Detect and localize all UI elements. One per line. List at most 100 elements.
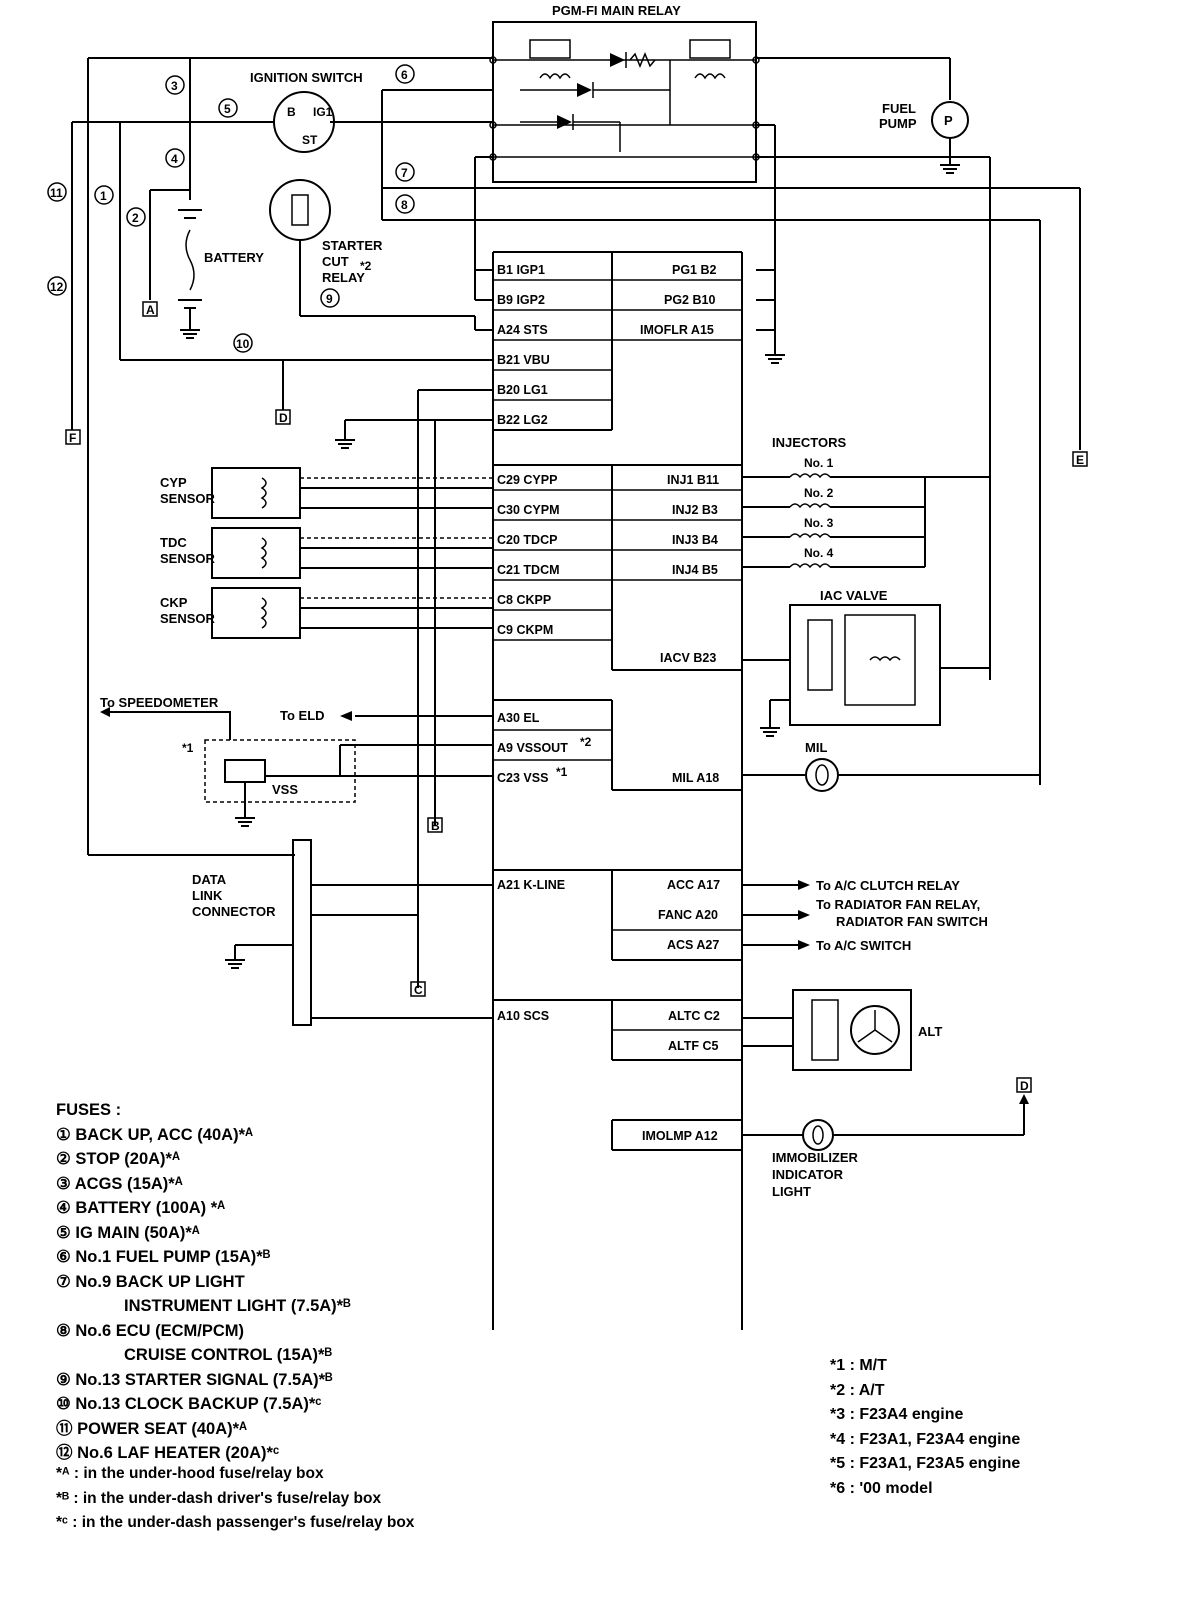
fuel-pump-label-2: PUMP bbox=[879, 116, 917, 131]
svg-text:C: C bbox=[414, 983, 423, 997]
svg-text:C8 CKPP: C8 CKPP bbox=[497, 593, 551, 607]
battery-icon bbox=[178, 209, 202, 330]
immobilizer-label-1: IMMOBILIZER bbox=[772, 1150, 859, 1165]
ignition-b: B bbox=[287, 105, 296, 119]
fuse-item: ⑦ No.9 BACK UP LIGHT bbox=[56, 1272, 245, 1291]
svg-text:6: 6 bbox=[401, 68, 408, 82]
svg-text:12: 12 bbox=[50, 280, 64, 294]
iac-valve-icon bbox=[742, 604, 990, 737]
engine-note: *6 : '00 model bbox=[830, 1479, 933, 1497]
ecu-left-pins: B1 IGP1 B9 IGP2 A24 STS B21 VBU B20 LG1 … bbox=[497, 263, 592, 1023]
svg-text:ALTC C2: ALTC C2 bbox=[668, 1009, 720, 1023]
starter-cut-relay-icon bbox=[269, 179, 331, 241]
engine-notes: *1 : M/T *2 : A/T *3 : F23A4 engine *4 :… bbox=[830, 1354, 1020, 1501]
svg-text:10: 10 bbox=[236, 337, 250, 351]
relay-title: PGM-FI MAIN RELAY bbox=[552, 3, 681, 18]
fuse-item: ⑥ No.1 FUEL PUMP (15A)*ᴮ bbox=[56, 1248, 271, 1266]
speedometer-label: To SPEEDOMETER bbox=[100, 695, 219, 710]
box-notes: *ᴬ : in the under-hood fuse/relay box *ᴮ… bbox=[56, 1462, 414, 1536]
power-wires bbox=[71, 57, 1081, 988]
svg-text:A30 EL: A30 EL bbox=[497, 711, 540, 725]
fuse-legend: FUSES : ① BACK UP, ACC (40A)*ᴬ ② STOP (2… bbox=[56, 1098, 351, 1466]
svg-text:INJ3 B4: INJ3 B4 bbox=[672, 533, 718, 547]
svg-text:FANC A20: FANC A20 bbox=[658, 908, 718, 922]
svg-text:PG2 B10: PG2 B10 bbox=[664, 293, 715, 307]
sensor-wires bbox=[211, 467, 493, 639]
svg-text:D: D bbox=[1020, 1079, 1029, 1093]
svg-text:IMOFLR A15: IMOFLR A15 bbox=[640, 323, 714, 337]
fuse-item: ⑩ No.13 CLOCK BACKUP (7.5A)*ᶜ bbox=[56, 1395, 322, 1413]
fuse-item: ⑧ No.6 ECU (ECM/PCM) bbox=[56, 1321, 245, 1340]
svg-text:IMOLMP A12: IMOLMP A12 bbox=[642, 1129, 718, 1143]
fuse-item: CRUISE CONTROL (15A)*ᴮ bbox=[124, 1346, 332, 1364]
immobilizer-label-2: INDICATOR bbox=[772, 1167, 844, 1182]
dlc-wires bbox=[225, 884, 493, 1019]
svg-text:INJ4 B5: INJ4 B5 bbox=[672, 563, 718, 577]
box-note: *ᴬ : in the under-hood fuse/relay box bbox=[56, 1465, 324, 1482]
svg-text:E: E bbox=[1076, 453, 1084, 467]
box-note: *ᶜ : in the under-dash passenger's fuse/… bbox=[56, 1514, 415, 1531]
fan-label-1: To RADIATOR FAN RELAY, bbox=[816, 897, 980, 912]
fuse-legend-title: FUSES : bbox=[56, 1101, 122, 1119]
fuse-item: ⑪ POWER SEAT (40A)*ᴬ bbox=[56, 1419, 248, 1438]
fuse-item: ① BACK UP, ACC (40A)*ᴬ bbox=[56, 1125, 254, 1144]
ignition-switch-title: IGNITION SWITCH bbox=[250, 70, 363, 85]
svg-text:A24 STS: A24 STS bbox=[497, 323, 548, 337]
svg-text:2: 2 bbox=[132, 211, 139, 225]
fuse-item: ④ BATTERY (100A) *ᴬ bbox=[56, 1199, 226, 1217]
ecu-right-pin-lines bbox=[612, 279, 742, 1031]
svg-text:C23 VSS: C23 VSS bbox=[497, 771, 548, 785]
svg-text:B: B bbox=[431, 819, 440, 833]
dlc-label-1: DATA bbox=[192, 872, 227, 887]
iac-title: IAC VALVE bbox=[820, 588, 888, 603]
mil-lamp-icon bbox=[805, 758, 839, 792]
svg-text:ACC A17: ACC A17 bbox=[667, 878, 720, 892]
ecu-block bbox=[492, 251, 743, 1330]
output-wires bbox=[742, 880, 810, 950]
vss-mt-note: *1 bbox=[182, 741, 194, 755]
dlc-icon bbox=[292, 839, 312, 1026]
svg-text:C21 TDCM: C21 TDCM bbox=[497, 563, 560, 577]
svg-text:B20 LG1: B20 LG1 bbox=[497, 383, 548, 397]
engine-note: *1 : M/T bbox=[830, 1357, 887, 1374]
svg-text:A10 SCS: A10 SCS bbox=[497, 1009, 549, 1023]
svg-text:C9 CKPM: C9 CKPM bbox=[497, 623, 553, 637]
svg-text:A21 K-LINE: A21 K-LINE bbox=[497, 878, 565, 892]
injector-2-label: No. 2 bbox=[804, 486, 834, 500]
engine-note: *2 : A/T bbox=[830, 1381, 885, 1399]
svg-text:A9 VSSOUT: A9 VSSOUT bbox=[497, 741, 568, 755]
svg-text:D: D bbox=[279, 411, 288, 425]
svg-text:C29 CYPP: C29 CYPP bbox=[497, 473, 557, 487]
svg-text:C30 CYPM: C30 CYPM bbox=[497, 503, 560, 517]
svg-text:B21 VBU: B21 VBU bbox=[497, 353, 550, 367]
ac-switch-label: To A/C SWITCH bbox=[816, 938, 911, 953]
cyp-label-1: CYP bbox=[160, 475, 187, 490]
tdc-label-2: SENSOR bbox=[160, 551, 216, 566]
ac-clutch-label: To A/C CLUTCH RELAY bbox=[816, 878, 960, 893]
starter-note: *2 bbox=[360, 259, 372, 273]
ignition-ig1: IG1 bbox=[313, 105, 333, 119]
svg-text:INJ1 B11: INJ1 B11 bbox=[667, 473, 719, 487]
svg-text:INJ2 B3: INJ2 B3 bbox=[672, 503, 718, 517]
fuel-pump-symbol: P bbox=[944, 113, 953, 128]
fuse-item: ② STOP (20A)*ᴬ bbox=[56, 1150, 180, 1168]
box-note: *ᴮ : in the under-dash driver's fuse/rel… bbox=[56, 1489, 382, 1507]
svg-text:5: 5 bbox=[224, 102, 231, 116]
connector-tags: A F D E B C D bbox=[65, 301, 1088, 1093]
svg-text:11: 11 bbox=[50, 186, 63, 200]
ignition-switch-icon bbox=[273, 91, 335, 153]
fuse-markers: 3 5 4 1 2 11 12 6 7 8 9 10 bbox=[47, 64, 415, 353]
fuse-item: ⑫ No.6 LAF HEATER (20A)*ᶜ bbox=[56, 1444, 280, 1462]
svg-text:3: 3 bbox=[171, 79, 178, 93]
svg-text:ALTF C5: ALTF C5 bbox=[668, 1039, 719, 1053]
svg-text:B22 LG2: B22 LG2 bbox=[497, 413, 548, 427]
vss-label: VSS bbox=[272, 782, 298, 797]
dlc-label-3: CONNECTOR bbox=[192, 904, 276, 919]
svg-text:4: 4 bbox=[171, 152, 178, 166]
svg-text:7: 7 bbox=[401, 166, 408, 180]
svg-text:8: 8 bbox=[401, 198, 408, 212]
alternator-icon bbox=[742, 989, 912, 1071]
starter-label-3: RELAY bbox=[322, 270, 365, 285]
svg-text:C20 TDCP: C20 TDCP bbox=[497, 533, 557, 547]
